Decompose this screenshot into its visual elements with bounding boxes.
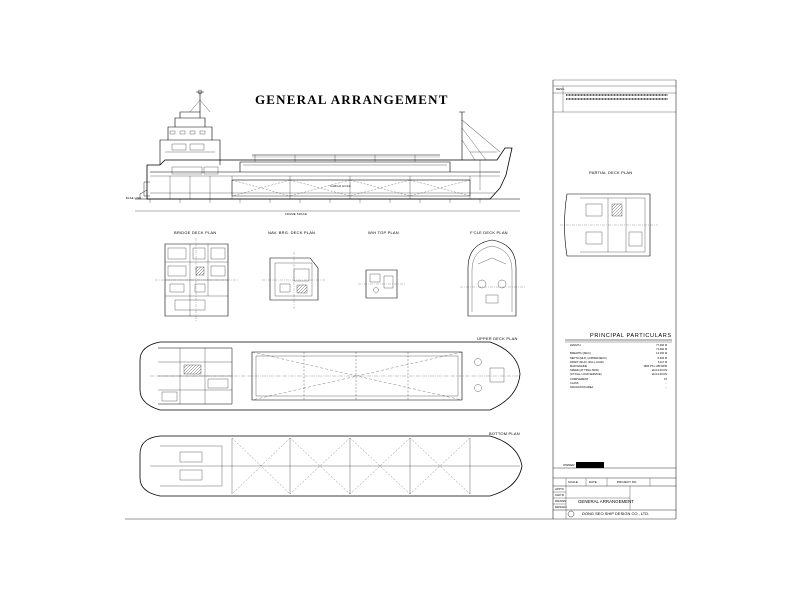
owner-label: OWNER [563, 463, 575, 467]
particulars-label: DRAFT (MLD.) (FULL LOAD) [570, 360, 604, 364]
particulars-row: BREADTH (MLD.) 13.200 M [570, 352, 667, 355]
appd-label: APP'D [555, 487, 564, 491]
fcle-deck-plan [460, 239, 525, 317]
particulars-value: ... [664, 386, 667, 389]
partial-deck-plan [560, 193, 658, 257]
bridge-deck-plan [155, 238, 238, 322]
particulars-row: SPEED (AT TRIAL MCR) abt.13.00 KN [570, 369, 667, 372]
partial-deck-plan-label: PARTIAL DECK PLAN [589, 170, 633, 175]
wh-top-plan [358, 269, 405, 299]
upper-deck-plan [139, 341, 521, 411]
principal-particulars-title: PRINCIPAL PARTICULARS [590, 333, 672, 339]
profile-cargo-hold-label: CARGO HOLD [330, 184, 351, 188]
project-no-cell: PROJECT NO. [617, 480, 638, 484]
scale-cell: SCALE [568, 480, 578, 484]
particulars-value: 15 [664, 377, 667, 381]
chkd-label: CHK'D [555, 493, 565, 497]
particulars-label: NAVIGATION AREA [570, 386, 594, 389]
particulars-label: (AT FULL LOAD SERVICE) [570, 373, 602, 377]
particulars-row: CLASS... [570, 382, 667, 385]
particulars-label: MAIN ENGINE [570, 365, 588, 368]
drawing-title-block-title: GENERAL ARRANGEMENT [578, 499, 634, 504]
profile-base-line-label: BASE LINE [126, 197, 142, 200]
particulars-value: 1800 PS x 280 RPM [643, 365, 667, 368]
upper-deck-plan-label: UPPER DECK PLAN [477, 336, 518, 341]
company-name: DONG SEO SHIP DESIGN CO., LTD. [582, 511, 650, 516]
particulars-row: LENGTH 77.200 M [570, 344, 667, 347]
particulars-row: DRAFT (MLD.) (FULL LOAD) 5.117 M [570, 361, 667, 364]
profile-view [135, 89, 520, 212]
particulars-value: 77.200 M [656, 344, 667, 347]
particulars-label: SPEED (AT TRIAL MCR) [570, 369, 599, 373]
particulars-row: MAIN ENGINE 1800 PS x 280 RPM [570, 365, 667, 368]
nav-brg-deck-plan-label: NAV. BRG. DECK PLAN [268, 230, 316, 235]
particulars-value: abt.13.00 KN [651, 369, 667, 373]
particulars-row: COMPLEMENT 15 [570, 378, 667, 381]
wh-top-plan-label: W/H TOP PLAN [368, 230, 399, 235]
particulars-value: ... [664, 381, 667, 385]
design-label: DESIGN [555, 505, 567, 509]
particulars-row: DEPTH (MLD.) (UPPER DECK) 6.400 M [570, 357, 667, 360]
particulars-value: 71.000 M [656, 348, 667, 352]
fcle-deck-plan-label: F'CLE DECK PLAN [470, 230, 508, 235]
particulars-value: 5.117 M [657, 360, 667, 364]
nav-brg-deck-plan [262, 252, 326, 310]
particulars-label: BREADTH (MLD.) [570, 352, 592, 356]
date-cell: DATE [589, 480, 597, 484]
drawing-title: GENERAL ARRANGEMENT [255, 92, 449, 107]
revision-desc-header: DESC. [556, 87, 566, 91]
owner-redaction [576, 462, 604, 468]
title-block [553, 462, 676, 520]
particulars-value: abt.12.00 KN [651, 373, 667, 377]
bridge-deck-plan-label: BRIDGE DECK PLAN [174, 230, 217, 235]
particulars-label: COMPLEMENT [570, 377, 589, 381]
bottom-plan-label: BOTTOM PLAN [489, 431, 520, 436]
particulars-row: NAVIGATION AREA... [570, 386, 667, 389]
drawn-label: DRAWN [555, 499, 567, 503]
particulars-value: 13.200 M [656, 352, 667, 356]
bottom-plan [139, 435, 523, 497]
particulars-value: 6.400 M [657, 356, 667, 360]
particulars-label: DEPTH (MLD.) (UPPER DECK) [570, 356, 607, 360]
particulars-row: (AT FULL LOAD SERVICE) abt.12.00 KN [570, 373, 667, 376]
particulars-label: LENGTH [570, 344, 581, 347]
profile-frame-space-label: FRAME SPACE [285, 212, 308, 216]
particulars-label: CLASS [570, 381, 579, 385]
